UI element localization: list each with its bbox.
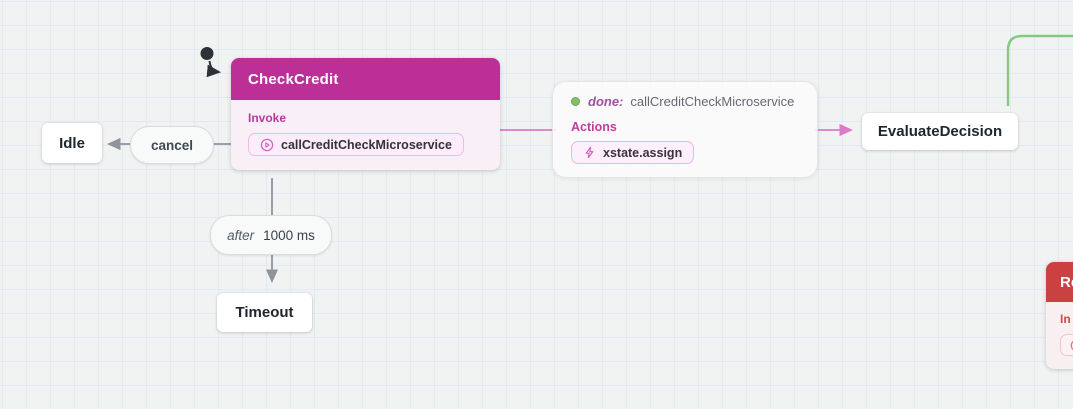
- state-label: CheckCredit: [248, 70, 339, 88]
- state-node-evaluatedecision[interactable]: EvaluateDecision: [862, 113, 1018, 150]
- transition-event-after[interactable]: after 1000 ms: [210, 215, 332, 255]
- actions-section-label: Actions: [571, 120, 617, 134]
- state-label: Re: [1060, 273, 1073, 291]
- after-keyword: after: [227, 227, 255, 243]
- state-label: Timeout: [235, 304, 294, 321]
- event-label: cancel: [150, 137, 194, 153]
- state-node-timeout[interactable]: Timeout: [217, 293, 312, 332]
- action-name: xstate.assign: [603, 145, 683, 160]
- invoke-section-label: Invoke: [248, 111, 287, 125]
- play-circle-icon: [1070, 340, 1073, 350]
- state-body: In: [1046, 302, 1073, 369]
- after-delay: 1000 ms: [263, 227, 315, 243]
- state-header[interactable]: CheckCredit: [231, 58, 500, 100]
- state-label: EvaluateDecision: [877, 123, 1003, 140]
- initial-state-marker-icon: [200, 47, 222, 78]
- edge-green-to-evaluatedecision: [1006, 34, 1073, 106]
- state-node-idle[interactable]: Idle: [42, 123, 102, 163]
- invoke-service-name: callCreditCheckMicroservice: [281, 137, 452, 152]
- bolt-icon: [585, 146, 594, 159]
- done-service-name: callCreditCheckMicroservice: [630, 94, 795, 109]
- done-dot-icon: [571, 97, 580, 106]
- transition-event-cancel[interactable]: cancel: [130, 126, 214, 164]
- state-body: Invoke callCreditCheckMicroservice: [231, 100, 500, 170]
- state-header[interactable]: Re: [1046, 262, 1073, 302]
- invoke-section-label: In: [1060, 312, 1071, 326]
- done-keyword: done:: [588, 94, 624, 109]
- state-node-clipped-right[interactable]: Re In: [1046, 262, 1073, 369]
- transition-card-done[interactable]: done: callCreditCheckMicroservice Action…: [552, 81, 818, 178]
- invoke-service-pill[interactable]: [1060, 334, 1073, 356]
- play-circle-icon: [260, 138, 274, 151]
- state-label: Idle: [59, 134, 85, 152]
- action-pill[interactable]: xstate.assign: [571, 141, 695, 164]
- invoke-service-pill[interactable]: callCreditCheckMicroservice: [248, 133, 464, 156]
- state-node-checkcredit[interactable]: CheckCredit Invoke callCreditCheckMicros…: [231, 58, 500, 170]
- done-event-row: done: callCreditCheckMicroservice: [571, 94, 799, 109]
